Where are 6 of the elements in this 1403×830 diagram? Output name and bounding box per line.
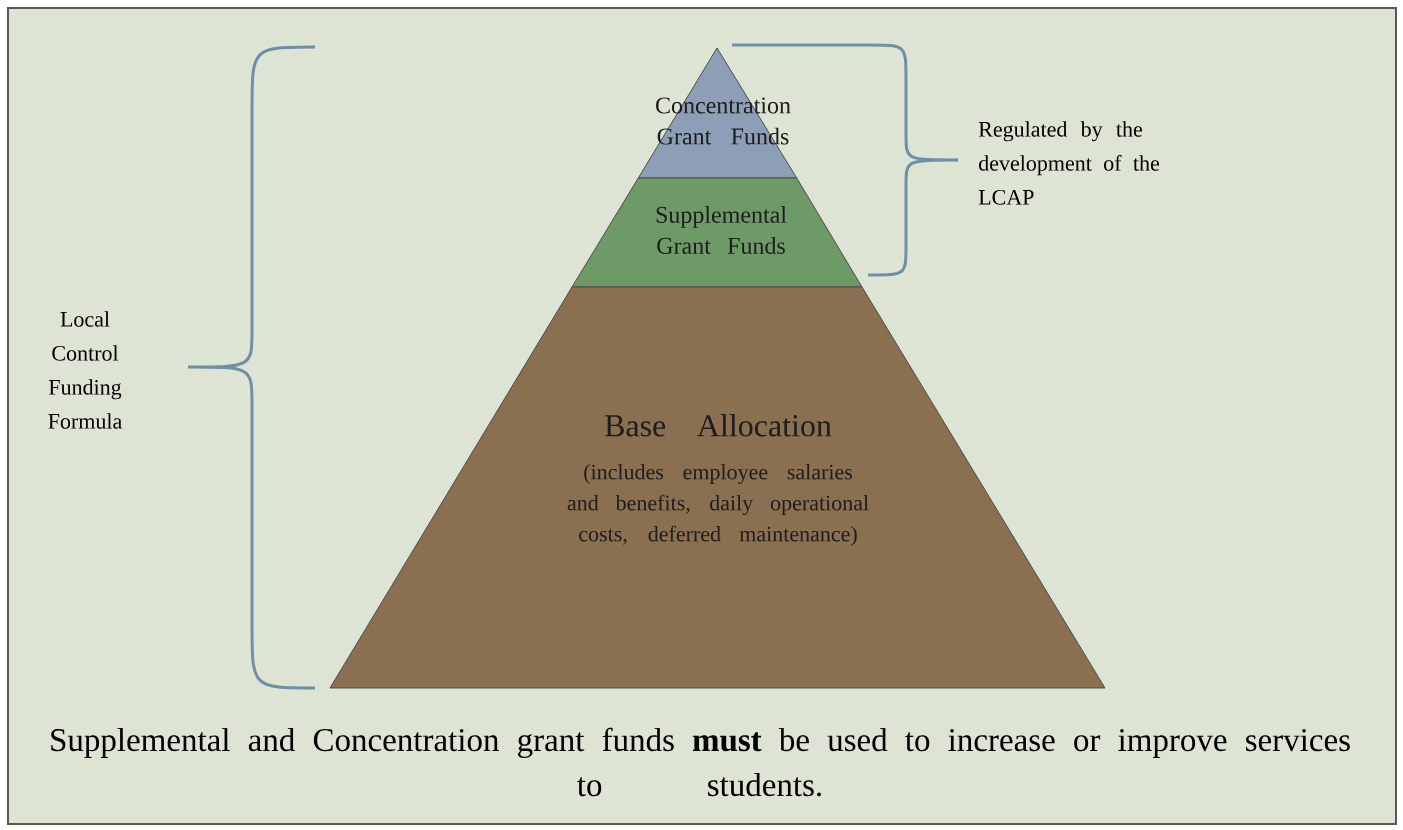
pyramid-tier-middle: Supplemental Grant Funds (571, 177, 863, 288)
bracket-label: Regulated by the development of the LCAP (978, 121, 1160, 205)
pyramid-tier-top: Concentration Grant Funds (637, 47, 798, 179)
pyramid-base: Base Allocation (includes employee salaries and benefits, daily operational costs, deferred maintenance) (329, 286, 1106, 689)
caption: Supplemental and Concentration grant funds must be used to increase or improve services to students. (51, 727, 1350, 797)
bracket-label: Local Control Funding Formula (48, 311, 122, 429)
